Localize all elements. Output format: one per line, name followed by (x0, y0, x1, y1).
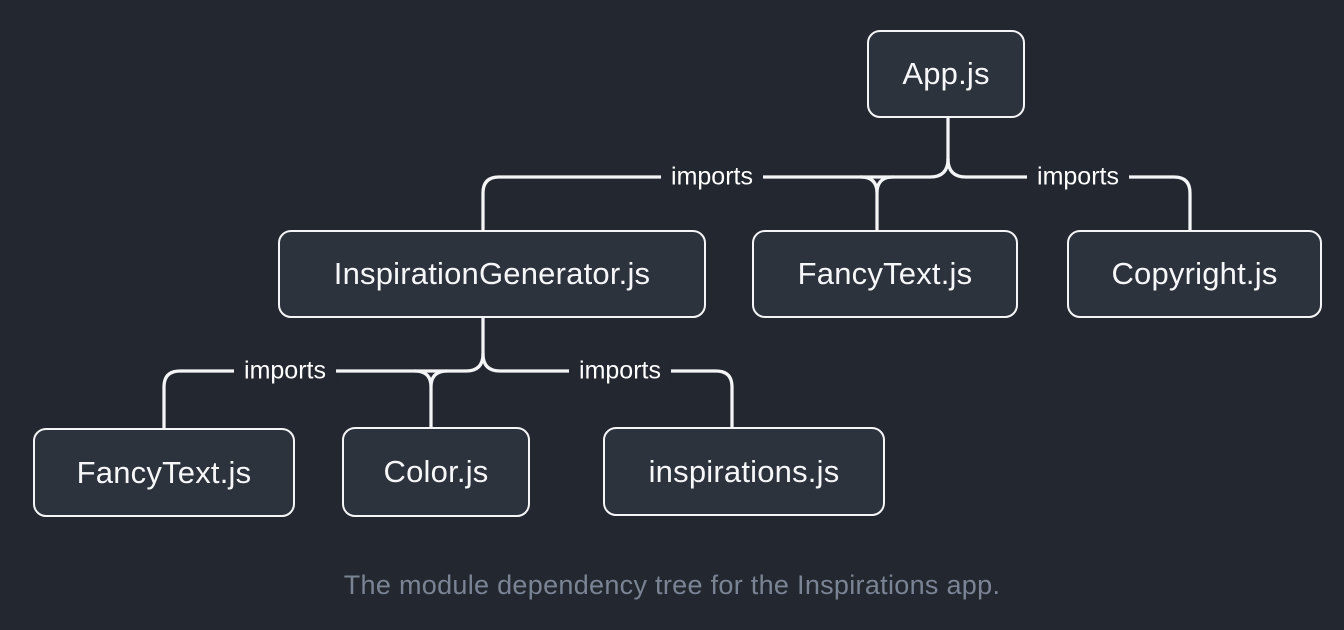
node-label: App.js (902, 56, 990, 91)
edge-inspgen-to-color (413, 369, 449, 430)
edge-app-to-fancy-text (859, 175, 895, 232)
node-label: inspirations.js (648, 453, 840, 489)
edge-inspgen-to-fancy-text (162, 352, 485, 430)
node-color-js: Color.js (342, 427, 530, 517)
node-app-js: App.js (867, 30, 1025, 118)
node-label: Copyright.js (1111, 256, 1278, 291)
edge-inspgen-to-inspirations (481, 352, 734, 429)
edge-app-to-copyright (946, 157, 1192, 232)
node-inspirations-js: inspirations.js (603, 427, 885, 516)
node-inspiration-generator-js: InspirationGenerator.js (278, 230, 706, 318)
edge-label-imports-top-left: imports (661, 160, 763, 194)
node-fancy-text-js-bottom: FancyText.js (33, 428, 295, 517)
node-label: InspirationGenerator.js (333, 256, 651, 291)
edge-label-imports-top-right: imports (1027, 160, 1129, 194)
node-label: Color.js (383, 454, 489, 489)
edge-app-to-inspiration-generator (481, 157, 950, 232)
node-fancy-text-js-top: FancyText.js (752, 230, 1018, 318)
edge-label-imports-bottom-left: imports (234, 354, 336, 388)
node-label: FancyText.js (76, 454, 252, 490)
node-label: FancyText.js (797, 256, 973, 291)
diagram-caption: The module dependency tree for the Inspi… (343, 570, 1001, 600)
node-copyright-js: Copyright.js (1067, 230, 1322, 318)
edge-label-imports-bottom-right: imports (569, 354, 671, 388)
